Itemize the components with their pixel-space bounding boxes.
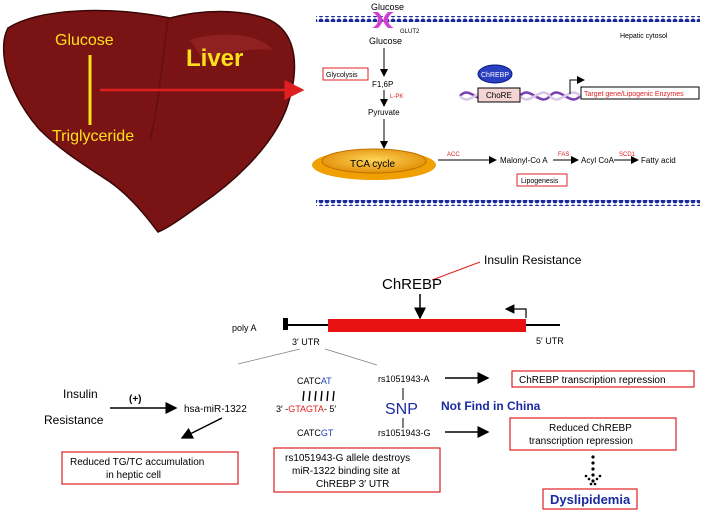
chrebp-coding-region	[328, 319, 526, 332]
glucose-top-label: Glucose	[371, 2, 404, 12]
poly-a-marker	[283, 318, 288, 330]
membrane-bottom	[316, 200, 700, 206]
glycolysis-box	[322, 67, 369, 81]
not-find-china-label: Not Find in China	[441, 399, 541, 413]
tg-accumulation-box	[61, 451, 239, 485]
base-pair-ticks	[302, 390, 335, 402]
dyslipidemia-label: Dyslipidemia	[550, 492, 631, 507]
allele-line1: rs1051943-G allele destroys	[285, 453, 410, 464]
pyruvate-label: Pyruvate	[368, 108, 400, 117]
arrow-mir-tg	[180, 417, 223, 439]
snp-label: SNP	[385, 401, 418, 418]
membrane-top	[316, 16, 700, 22]
liver-glucose-label: Glucose	[55, 32, 114, 49]
chore-label: ChoRE	[486, 91, 512, 100]
utr3-label: 3′ UTR	[292, 337, 320, 347]
utr-zoom-line-left	[237, 348, 301, 365]
liver-illustration: Glucose Liver Triglyceride	[2, 9, 305, 233]
gene-direction-arrow	[504, 304, 527, 318]
allele-line2: miR-1322 binding site at	[292, 466, 400, 477]
chrebp-protein-icon	[477, 64, 513, 84]
positive-effect-label: (+)	[129, 394, 142, 405]
insulin-resistance-top-label: Insulin Resistance	[484, 253, 582, 267]
snp-mirna-section: Insulin Resistance (+) hsa-miR-1322 CATC…	[44, 370, 695, 510]
fatty-acid-label: Fatty acid	[641, 156, 676, 165]
fas-label: FAS	[558, 152, 569, 158]
reduced-repression-line2: transcription repression	[529, 436, 633, 447]
chrebp-gene-label: ChREBP	[382, 276, 442, 293]
hepatocyte-pathway: Glucose GLUT2 Hepatic cytosol Glucose Gl…	[312, 2, 700, 206]
catcat-sequence: CATCAT	[297, 376, 332, 386]
glucose-inside-label: Glucose	[369, 36, 402, 46]
chrebp-protein-label: ChREBP	[481, 72, 509, 79]
tg-accumulation-line2: in heptic cell	[106, 470, 161, 481]
scd1-label: SCD1	[619, 152, 636, 158]
mir-seed-sequence: 3′ -GTAGTA- 5′	[276, 404, 336, 414]
chrebp-gene-diagram: Insulin Resistance ChREBP poly A 3′ UTR …	[232, 253, 582, 366]
allele-line3: ChREBP 3′ UTR	[316, 479, 389, 490]
utr5-label: 5′ UTR	[536, 336, 564, 346]
glut2-transporter-icon	[372, 12, 394, 28]
mir-1322-label: hsa-miR-1322	[184, 404, 247, 415]
lpk-label: L-PK	[390, 94, 403, 100]
dyslipidemia-box	[542, 488, 638, 510]
liver-highlight	[190, 34, 272, 62]
lipogenesis-box	[516, 173, 568, 187]
target-gene-label: Target gene/Lipogenic Enzymes	[584, 91, 684, 98]
acc-label: ACC	[447, 152, 460, 158]
repression-label: ChREBP transcription repression	[519, 375, 666, 386]
glycolysis-label: Glycolysis	[326, 72, 358, 79]
reduced-repression-line1: Reduced ChREBP	[549, 423, 632, 434]
liver-shape	[2, 9, 296, 233]
acyl-coa-label: Acyl CoA	[581, 156, 615, 165]
reduced-repression-box	[509, 417, 677, 451]
tg-accumulation-line1: Reduced TG/TC accumulation	[70, 457, 204, 468]
poly-a-label: poly A	[232, 323, 257, 333]
transcription-start-arrow	[569, 76, 585, 94]
insulin-resistance-connector	[431, 261, 481, 281]
rs-g-label: rs1051943-G	[378, 428, 431, 438]
tca-cycle-label: TCA cycle	[350, 159, 395, 170]
rs-a-label: rs1051943-A	[378, 374, 430, 384]
glut2-label: GLUT2	[400, 29, 420, 35]
liver-lobe-line	[149, 19, 169, 141]
tca-cycle-inner	[321, 148, 427, 174]
malonyl-label: Malonyl-Co A	[500, 156, 548, 165]
dotted-down-arrow	[584, 455, 602, 486]
chore-box	[477, 87, 521, 103]
insulin-label: Insulin	[63, 387, 98, 401]
hepatic-cytosol-label: Hepatic cytosol	[620, 33, 668, 40]
resistance-label: Resistance	[44, 413, 104, 427]
liver-triglyceride-label: Triglyceride	[52, 128, 134, 145]
target-gene-box	[580, 86, 700, 100]
allele-box	[273, 447, 441, 493]
lipogenesis-label: Lipogenesis	[521, 178, 559, 185]
utr-zoom-line-right	[324, 348, 378, 366]
repression-box	[511, 370, 695, 388]
catcgt-sequence: CATCGT	[297, 428, 334, 438]
liver-title: Liver	[186, 45, 243, 72]
f16p-label: F1,6P	[372, 80, 393, 89]
